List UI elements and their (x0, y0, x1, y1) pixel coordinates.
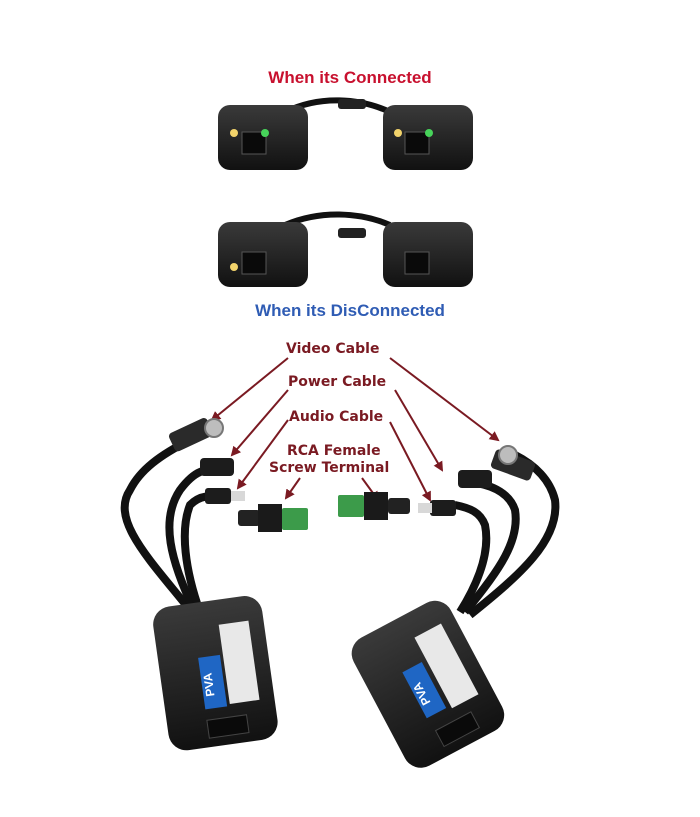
audio-cable-label: Audio Cable (289, 409, 384, 425)
connected-units (218, 97, 473, 170)
screw-terminal-label: Screw Terminal (269, 460, 390, 476)
power-cable-label: Power Cable (288, 374, 387, 390)
disconnected-caption: When its DisConnected (255, 301, 445, 320)
rca-female-label: RCA Female (287, 443, 381, 459)
connected-unit-left (218, 105, 308, 170)
disconnected-units (218, 211, 473, 287)
connected-unit-right (383, 105, 473, 170)
screw-terminal-right (338, 492, 410, 520)
balun-left: PVA (120, 417, 278, 751)
video-cable-label: Video Cable (286, 341, 380, 357)
left-badge: PVA (200, 672, 217, 698)
screw-terminal-left (238, 504, 308, 532)
balun-right: PVA (351, 445, 560, 768)
disconnected-unit-right (383, 222, 473, 287)
connected-caption: When its Connected (268, 68, 432, 87)
disconnected-unit-left (218, 222, 308, 287)
annotation-arrows (210, 357, 500, 502)
